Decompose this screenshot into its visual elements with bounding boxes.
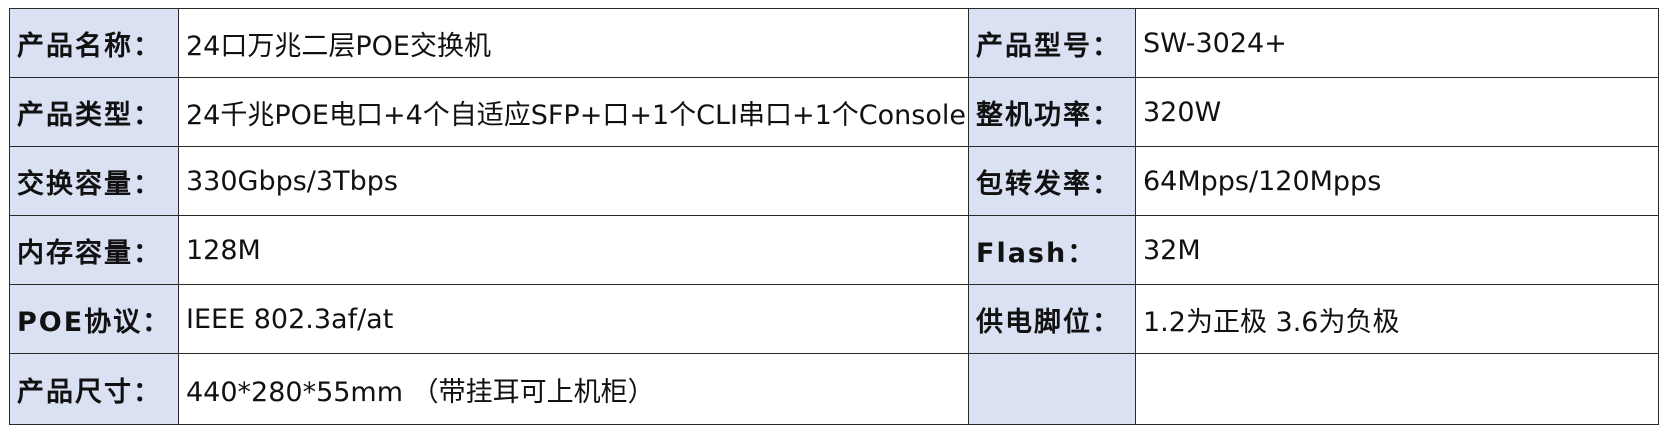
switching-capacity-label: 交换容量：: [9, 146, 179, 216]
empty-value-cell: [1135, 353, 1659, 425]
power-pins-value: 1.2为正极 3.6为负极: [1135, 284, 1659, 354]
dimensions-value: 440*280*55mm （带挂耳可上机柜）: [178, 353, 969, 425]
memory-label: 内存容量：: [9, 215, 179, 285]
flash-label: Flash：: [968, 215, 1136, 285]
product-type-label: 产品类型：: [9, 77, 179, 147]
product-name-label: 产品名称：: [9, 8, 179, 78]
dimensions-label: 产品尺寸：: [9, 353, 179, 425]
flash-value: 32M: [1135, 215, 1659, 285]
switching-capacity-value: 330Gbps/3Tbps: [178, 146, 969, 216]
product-type-value: 24千兆POE电口+4个自适应SFP+口+1个CLI串口+1个Console口: [178, 77, 969, 147]
product-model-label: 产品型号：: [968, 8, 1136, 78]
spec-row-switching-capacity: 交换容量： 330Gbps/3Tbps 包转发率： 64Mpps/120Mpps: [9, 146, 1659, 216]
power-pins-label: 供电脚位：: [968, 284, 1136, 354]
spec-row-dimensions: 产品尺寸： 440*280*55mm （带挂耳可上机柜）: [9, 353, 1659, 425]
forwarding-rate-label: 包转发率：: [968, 146, 1136, 216]
forwarding-rate-value: 64Mpps/120Mpps: [1135, 146, 1659, 216]
spec-row-product-name: 产品名称： 24口万兆二层POE交换机 产品型号： SW-3024+: [9, 8, 1659, 78]
spec-row-memory: 内存容量： 128M Flash： 32M: [9, 215, 1659, 285]
product-name-value: 24口万兆二层POE交换机: [178, 8, 969, 78]
poe-protocol-value: IEEE 802.3af/at: [178, 284, 969, 354]
spec-row-poe-protocol: POE协议： IEEE 802.3af/at 供电脚位： 1.2为正极 3.6为…: [9, 284, 1659, 354]
spec-row-product-type: 产品类型： 24千兆POE电口+4个自适应SFP+口+1个CLI串口+1个Con…: [9, 77, 1659, 147]
power-value: 320W: [1135, 77, 1659, 147]
empty-label-cell: [968, 353, 1136, 425]
product-spec-table: 产品名称： 24口万兆二层POE交换机 产品型号： SW-3024+ 产品类型：…: [9, 8, 1659, 425]
product-model-value: SW-3024+: [1135, 8, 1659, 78]
poe-protocol-label: POE协议：: [9, 284, 179, 354]
memory-value: 128M: [178, 215, 969, 285]
power-label: 整机功率：: [968, 77, 1136, 147]
